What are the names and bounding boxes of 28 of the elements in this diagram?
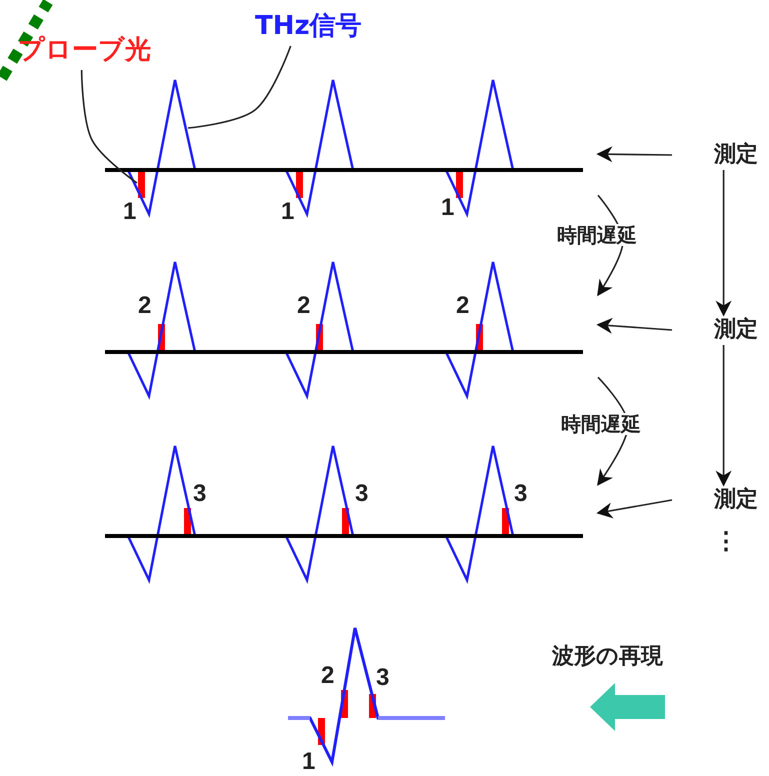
pulse-number: 2 (321, 664, 334, 688)
arrow (596, 318, 672, 334)
leader-line (188, 46, 292, 129)
pulse-number: 3 (355, 482, 368, 506)
pulse-number: 2 (138, 294, 152, 318)
edge-label: 時間遅延 (556, 224, 638, 246)
pulse-number: 2 (456, 294, 470, 318)
callout-text: プローブ光 (18, 30, 190, 70)
pulse-number: 1 (281, 200, 294, 224)
step-label: 測定 (672, 485, 758, 515)
pulse-number: 3 (376, 666, 390, 690)
step-label: 測定 (672, 140, 758, 170)
arrow (716, 170, 732, 317)
pulse-number: 1 (302, 750, 316, 774)
leader-line (80, 70, 138, 184)
callout-text: THz信号 (255, 6, 387, 46)
pulse-number: 2 (297, 294, 310, 318)
pulse-number: 3 (514, 482, 528, 506)
continuation-dots: ⋮ (714, 530, 738, 554)
edge-label: 時間遅延 (560, 413, 642, 435)
pulse-number: 1 (441, 196, 454, 220)
step-label: 測定 (672, 315, 758, 345)
annotation-text: 波形の再現 (552, 646, 663, 668)
pulse-number: 3 (193, 482, 206, 506)
arrow (596, 499, 672, 518)
arrow (596, 146, 672, 162)
arrow (716, 345, 732, 487)
pulse-number: 1 (123, 200, 136, 224)
